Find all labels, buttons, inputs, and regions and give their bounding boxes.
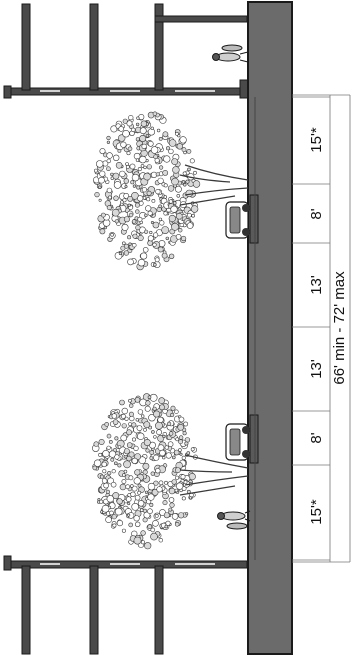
building-top-column-3 — [154, 3, 164, 91]
segment-label-travel-lane-bottom: 13' — [308, 359, 325, 379]
pedestrian-bottom — [217, 510, 251, 530]
building-bottom-column-1 — [21, 565, 31, 655]
car-top — [225, 201, 250, 239]
car-bottom — [225, 423, 250, 461]
segment-label-parking-bottom: 8' — [308, 432, 325, 443]
segment-label-travel-lane-top: 13' — [308, 275, 325, 295]
building-top-curb — [239, 79, 249, 99]
building-top-column-2 — [89, 3, 99, 91]
segment-label-parking-top: 8' — [308, 208, 325, 219]
building-bottom-column-3 — [154, 565, 164, 655]
parking-recess-top — [249, 194, 259, 244]
building-top — [3, 3, 249, 99]
tree-bottom — [91, 393, 249, 550]
total-width-label: 66' min - 72' max — [331, 271, 348, 385]
tree-top — [93, 111, 249, 271]
tree-bottom-canopy — [91, 393, 198, 550]
building-top-column-1 — [21, 3, 31, 91]
tree-bottom-trunk — [179, 454, 249, 496]
pedestrian-top — [212, 44, 249, 63]
dimension-labels: 15'* 8' 13' 13' 8' 15'* 66' min - 72' ma… — [308, 127, 348, 525]
road-section — [247, 1, 293, 655]
tree-top-trunk — [179, 164, 249, 206]
building-bottom-edge — [3, 555, 12, 571]
building-top-canopy — [154, 15, 248, 23]
tree-top-canopy — [93, 111, 201, 271]
parking-recess-bottom — [249, 414, 259, 464]
building-bottom — [3, 555, 248, 655]
segment-label-sidewalk-top: 15'* — [308, 127, 325, 153]
segment-label-sidewalk-bottom: 15'* — [308, 499, 325, 525]
dimension-grid — [292, 94, 351, 563]
building-bottom-column-2 — [89, 565, 99, 655]
building-top-edge — [3, 85, 12, 99]
